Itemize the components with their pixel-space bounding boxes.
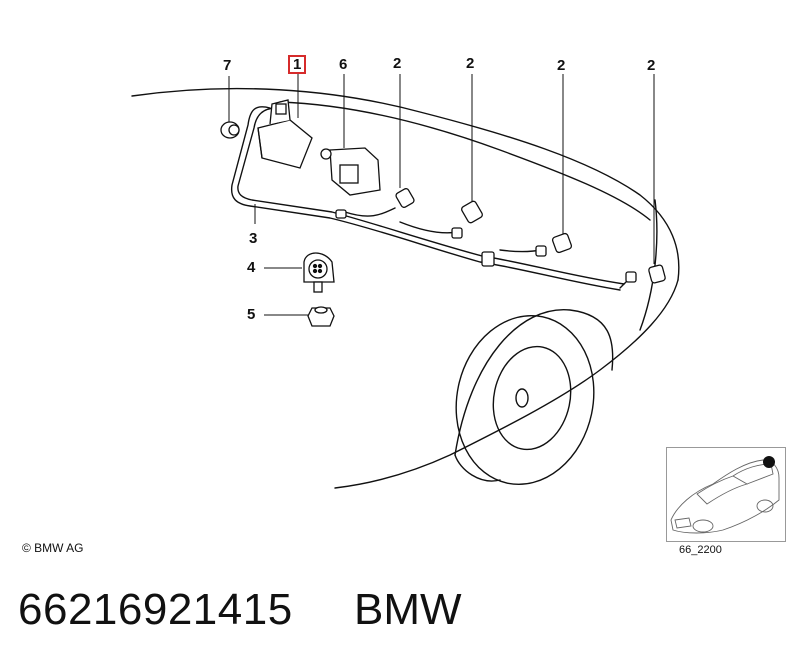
bracket [320,147,381,196]
grommet [220,121,240,139]
callout-item-2a: 2 [393,55,402,72]
control-unit [257,99,313,169]
callout-item-4: 4 [247,259,256,276]
wheel-inner [492,345,572,451]
wheel-arch [454,309,614,456]
callout-item-2b: 2 [466,55,475,72]
thumb-windshield [696,475,749,505]
wheel-hub [515,388,529,408]
sensors [395,188,666,284]
car-rear-edge [639,199,658,331]
wheel-outer [455,314,595,486]
car-roof-line [131,87,680,281]
callout-item-2d: 2 [647,57,656,74]
callout-item-7: 7 [223,57,232,74]
locator-thumbnail [666,447,786,542]
nut [307,306,335,327]
thumb-car-body [670,459,780,534]
thumbnail-code: 66_2200 [679,544,722,556]
sensor-3 [551,232,573,254]
thumb-front-wheel [692,519,714,533]
harness-connectors [335,209,637,283]
sensor-2 [461,200,483,224]
callout-item-6: 6 [339,56,348,73]
harness-main [230,106,621,291]
copyright-notice: © BMW AG [22,541,84,555]
harness-branch-2 [399,221,459,234]
thumb-location-marker [763,456,775,468]
harness-branch-1 [344,207,396,217]
buzzer [303,252,335,293]
thumb-rear-wheel [756,499,774,513]
sensor-4 [648,264,666,284]
callout-item-5: 5 [247,306,256,323]
callout-item-3: 3 [249,230,258,247]
callout-item-2c: 2 [557,57,566,74]
part-number: 66216921415 [18,585,293,634]
tire-side [454,454,501,482]
callout-item-1: 1 [288,55,307,74]
thumb-grille [674,517,692,529]
car-rear-body [334,279,679,489]
harness-main-parallel [237,107,625,285]
sensor-1 [395,188,415,208]
brand-name: BMW [354,585,462,634]
car-roof-inner-line [279,101,651,221]
